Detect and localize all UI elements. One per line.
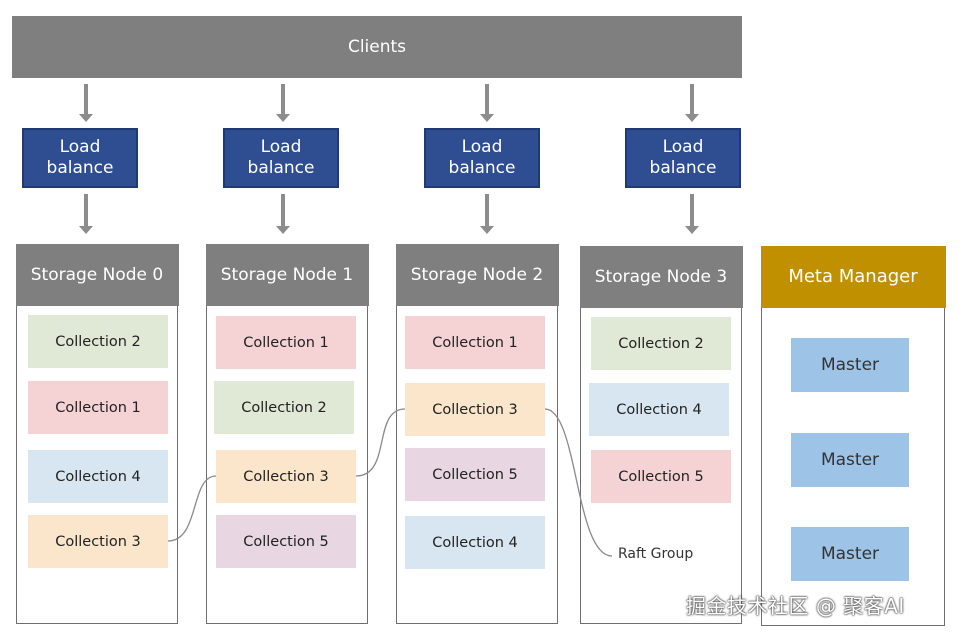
arrow-clients-to-lb-0 (79, 84, 93, 122)
storage-node-title: Storage Node 3 (594, 266, 728, 287)
collection-item: Collection 2 (591, 317, 731, 370)
collection-item: Collection 5 (405, 448, 545, 501)
collection-item: Collection 4 (28, 450, 168, 503)
storage-node-title: Storage Node 0 (30, 264, 164, 285)
load-balance-0: Load balance (22, 128, 138, 188)
clients-bar: Clients (12, 16, 742, 78)
collection-label: Collection 1 (432, 334, 518, 351)
collection-item: Collection 3 (28, 515, 168, 568)
collection-item: Collection 3 (405, 383, 545, 436)
storage-node-header: Storage Node 0 (15, 243, 179, 306)
load-balance-line1: Load (260, 137, 302, 157)
arrow-lb-to-node-0 (79, 194, 93, 234)
load-balance-line1: Load (461, 137, 503, 157)
collection-item: Collection 5 (216, 515, 356, 568)
arrow-clients-to-lb-3 (685, 84, 699, 122)
master-node: Master (791, 338, 909, 392)
master-label: Master (820, 450, 880, 470)
load-balance-3: Load balance (625, 128, 741, 188)
raft-link-node1-node2 (355, 408, 406, 477)
collection-item: Collection 5 (591, 450, 731, 503)
load-balance-line2: balance (46, 158, 114, 178)
collection-label: Collection 4 (432, 534, 518, 551)
collection-item: Collection 3 (216, 450, 356, 503)
storage-node-title: Storage Node 2 (410, 264, 544, 285)
master-label: Master (820, 355, 880, 375)
arrow-lb-to-node-3 (685, 194, 699, 234)
arrow-lb-to-node-2 (480, 194, 494, 234)
load-balance-line1: Load (662, 137, 704, 157)
master-label: Master (820, 544, 880, 564)
collection-label: Collection 5 (618, 468, 704, 485)
raft-link-node2-label (544, 408, 613, 557)
watermark: 掘金技术社区 @ 聚客AI (686, 594, 905, 618)
storage-node-header: Storage Node 3 (579, 245, 743, 308)
clients-label: Clients (347, 37, 407, 57)
load-balance-line2: balance (448, 158, 516, 178)
raft-group-label: Raft Group (618, 546, 694, 562)
load-balance-line1: Load (59, 137, 101, 157)
load-balance-line2: balance (649, 158, 717, 178)
collection-item: Collection 1 (28, 381, 168, 434)
collection-item: Collection 4 (405, 516, 545, 569)
arrow-clients-to-lb-1 (276, 84, 290, 122)
meta-manager-title: Meta Manager (788, 266, 918, 287)
collection-label: Collection 2 (241, 399, 327, 416)
collection-label: Collection 3 (55, 533, 141, 550)
arrow-lb-to-node-1 (276, 194, 290, 234)
storage-node-header: Storage Node 1 (205, 243, 369, 306)
storage-node-title: Storage Node 1 (220, 264, 354, 285)
collection-item: Collection 2 (28, 315, 168, 368)
collection-label: Collection 1 (55, 399, 141, 416)
collection-item: Collection 4 (589, 383, 729, 436)
master-node: Master (791, 527, 909, 581)
collection-item: Collection 1 (405, 316, 545, 369)
raft-link-node0-node1 (167, 475, 217, 542)
collection-label: Collection 2 (55, 333, 141, 350)
collection-label: Collection 5 (243, 533, 329, 550)
load-balance-1: Load balance (223, 128, 339, 188)
collection-label: Collection 3 (243, 468, 329, 485)
meta-manager-header: Meta Manager (760, 245, 946, 308)
collection-label: Collection 5 (432, 466, 518, 483)
load-balance-line2: balance (247, 158, 315, 178)
collection-label: Collection 3 (432, 401, 518, 418)
load-balance-2: Load balance (424, 128, 540, 188)
collection-label: Collection 4 (616, 401, 702, 418)
collection-label: Collection 1 (243, 334, 329, 351)
storage-node-header: Storage Node 2 (395, 243, 559, 306)
collection-label: Collection 2 (618, 335, 704, 352)
arrow-clients-to-lb-2 (480, 84, 494, 122)
collection-label: Collection 4 (55, 468, 141, 485)
master-node: Master (791, 433, 909, 487)
collection-item: Collection 2 (214, 381, 354, 434)
collection-item: Collection 1 (216, 316, 356, 369)
